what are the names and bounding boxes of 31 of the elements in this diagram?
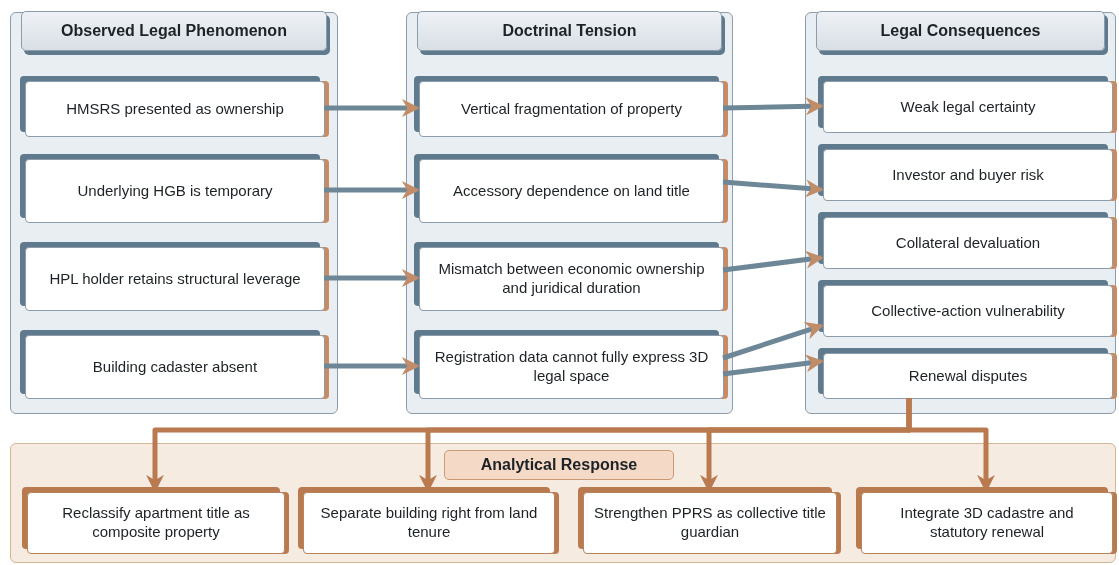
statement-text: HMSRS presented as ownership xyxy=(66,99,284,119)
statement-text: Strengthen PPRS as collective title guardian xyxy=(593,504,827,542)
statement-text: Collective-action vulnerability xyxy=(871,301,1065,321)
arrow xyxy=(324,181,420,199)
statement-text: Collateral devaluation xyxy=(895,233,1041,253)
column-panel xyxy=(805,12,1116,414)
arrow xyxy=(722,354,824,377)
arrow xyxy=(324,269,420,287)
statement-text: HPL holder retains structural leverage xyxy=(49,269,301,289)
arrow xyxy=(324,99,420,117)
column-panel xyxy=(10,443,1116,563)
statement-text: Mismatch between economic ownership and juridical duration xyxy=(437,260,706,298)
statement-text: Underlying HGB is temporary xyxy=(77,181,273,201)
arrow xyxy=(722,250,824,273)
arrow xyxy=(722,97,824,116)
statement-text: Registration data cannot fully express 3D legal space xyxy=(433,348,710,386)
statement-text: Reclassify apartment title as composite property xyxy=(61,504,251,542)
statement-text: Building cadaster absent xyxy=(92,357,258,377)
statement-text: Weak legal certainty xyxy=(900,97,1036,117)
arrow xyxy=(722,179,824,198)
statement-text: Renewal disputes xyxy=(908,366,1028,386)
statement-text: Accessory dependence on land title xyxy=(453,181,690,201)
arrow xyxy=(722,322,824,361)
statement-text: Integrate 3D cadastre and statutory renewal xyxy=(899,504,1075,542)
column-panel xyxy=(406,12,733,414)
panel-heading: Analytical Response xyxy=(444,450,674,480)
statement-text: Investor and buyer risk xyxy=(892,165,1044,185)
statement-text: Vertical fragmentation of property xyxy=(461,99,682,119)
statement-text: Separate building right from land tenure xyxy=(319,504,539,542)
arrow xyxy=(324,357,420,375)
column-panel xyxy=(10,12,338,414)
